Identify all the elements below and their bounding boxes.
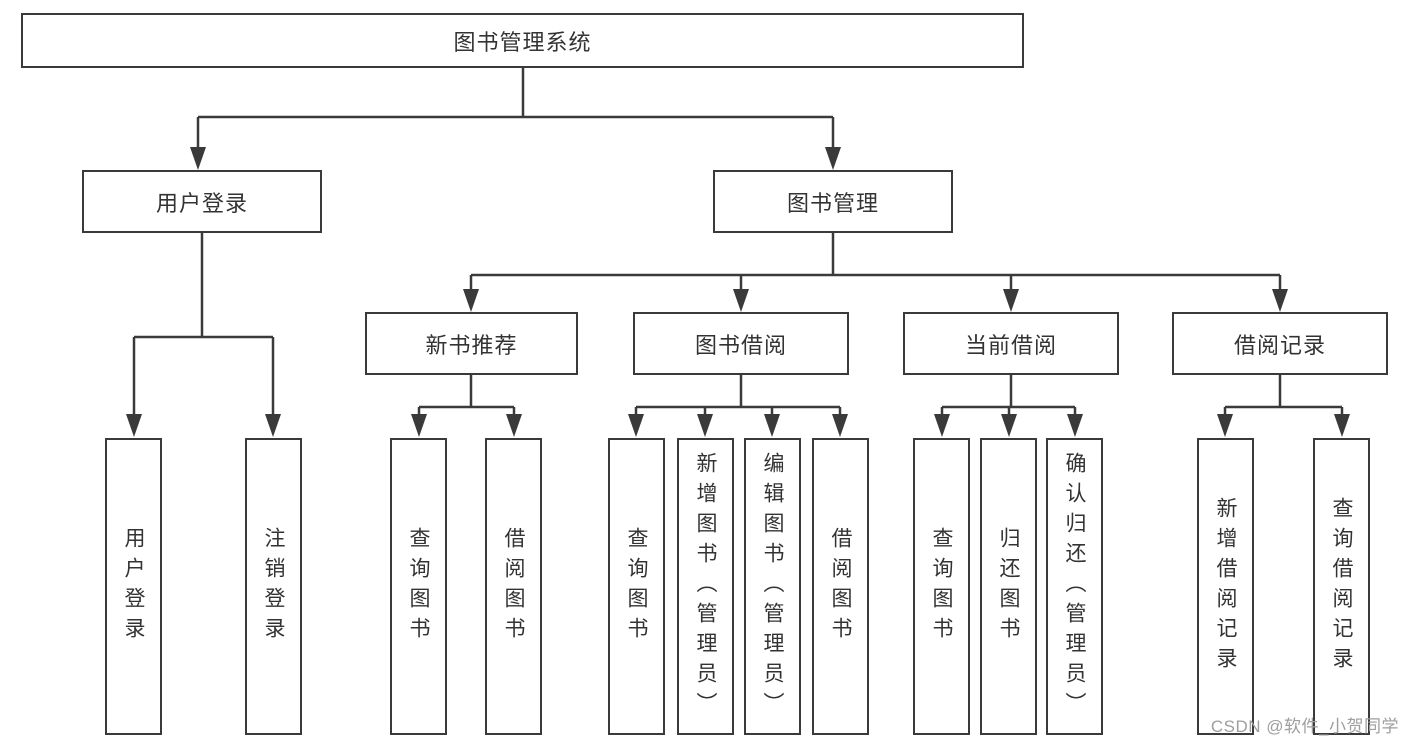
node-label: 用户登录 <box>155 190 248 216</box>
leaf-label: 编辑图书（管理员） <box>761 451 784 722</box>
leaf-query-books-recommend: 查询图书 <box>390 438 447 735</box>
leaf-label: 查询图书 <box>625 526 648 647</box>
leaf-label: 查询图书 <box>407 526 430 647</box>
leaf-label: 用户登录 <box>122 526 145 647</box>
node-book-borrowing: 图书借阅 <box>633 312 849 375</box>
leaf-label: 归还图书 <box>997 526 1020 647</box>
leaf-label: 借阅图书 <box>829 526 852 647</box>
leaf-edit-books-admin: 编辑图书（管理员） <box>744 438 801 735</box>
node-new-book-recommendation: 新书推荐 <box>365 312 578 375</box>
node-label: 图书管理系统 <box>453 29 592 55</box>
leaf-add-borrow-record: 新增借阅记录 <box>1197 438 1254 735</box>
node-borrowing-records: 借阅记录 <box>1172 312 1388 375</box>
arrowheads <box>126 147 1350 437</box>
leaf-query-books-borrowing: 查询图书 <box>608 438 665 735</box>
node-current-borrowing: 当前借阅 <box>903 312 1119 375</box>
leaf-label: 查询图书 <box>930 526 953 647</box>
leaf-label: 注销登录 <box>262 526 285 647</box>
leaf-label: 借阅图书 <box>502 526 525 647</box>
node-book-management: 图书管理 <box>713 170 953 233</box>
leaf-add-books-admin: 新增图书（管理员） <box>677 438 734 735</box>
leaf-return-books: 归还图书 <box>980 438 1037 735</box>
leaf-query-borrow-record: 查询借阅记录 <box>1313 438 1370 735</box>
node-label: 图书借阅 <box>694 332 787 358</box>
node-library-management-system: 图书管理系统 <box>21 13 1024 68</box>
leaf-user-login: 用户登录 <box>105 438 162 735</box>
leaf-query-books-current: 查询图书 <box>913 438 970 735</box>
node-label: 图书管理 <box>786 190 879 216</box>
leaf-borrow-books-recommend: 借阅图书 <box>485 438 542 735</box>
csdn-watermark: CSDN @软件_小贺同学 <box>1210 717 1399 736</box>
node-label: 当前借阅 <box>964 332 1057 358</box>
leaf-logout: 注销登录 <box>245 438 302 735</box>
leaf-label: 新增图书（管理员） <box>694 451 717 722</box>
leaf-confirm-return-admin: 确认归还（管理员） <box>1046 438 1103 735</box>
leaf-label: 确认归还（管理员） <box>1063 451 1086 722</box>
leaf-borrow-books: 借阅图书 <box>812 438 869 735</box>
leaf-label: 新增借阅记录 <box>1214 496 1237 677</box>
leaf-label: 查询借阅记录 <box>1330 496 1353 677</box>
node-user-login: 用户登录 <box>82 170 322 233</box>
connector-path <box>132 68 1344 420</box>
node-label: 借阅记录 <box>1233 332 1326 358</box>
node-label: 新书推荐 <box>425 332 518 358</box>
